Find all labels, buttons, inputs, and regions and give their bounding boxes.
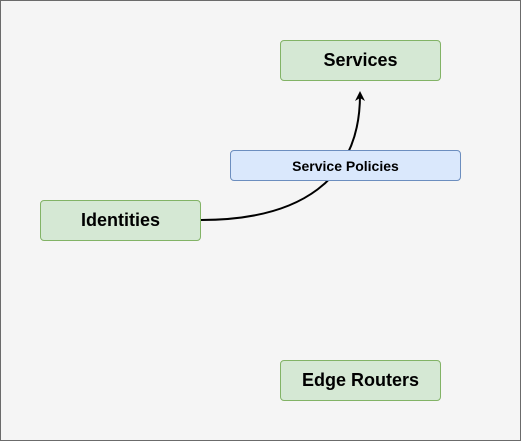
node-services[interactable]: Services <box>280 40 441 81</box>
edge-identities-to-services <box>200 91 365 221</box>
node-identities[interactable]: Identities <box>40 200 201 241</box>
edge-label-service-policies[interactable]: Service Policies <box>230 150 461 181</box>
node-edge-routers[interactable]: Edge Routers <box>280 360 441 401</box>
